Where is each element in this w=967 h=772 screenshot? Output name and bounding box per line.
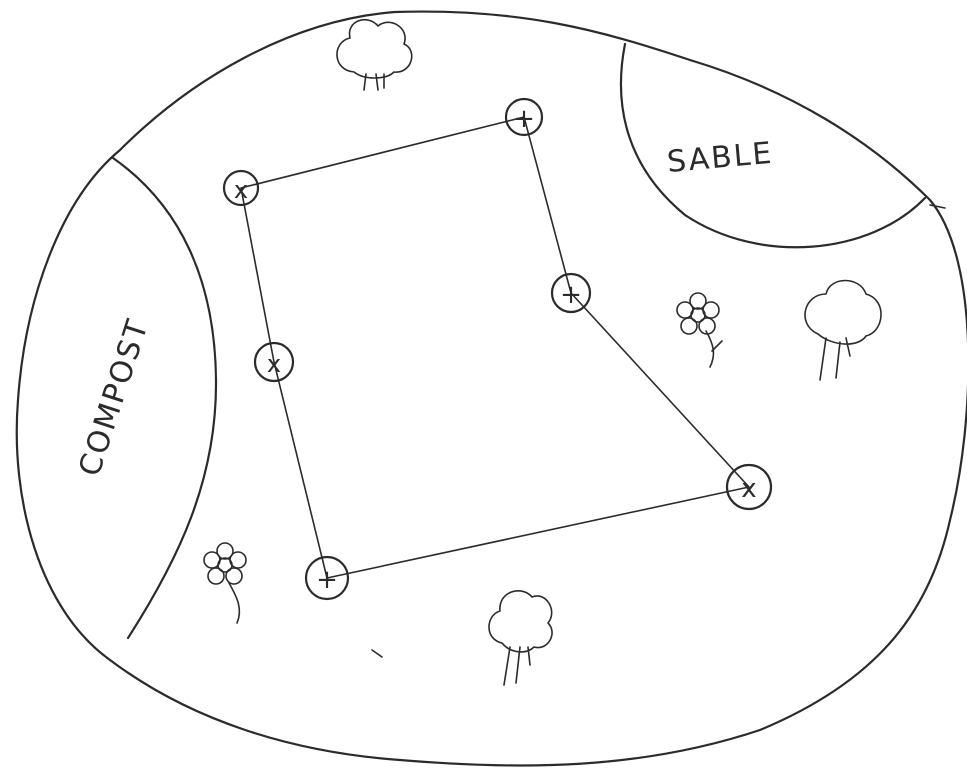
tree-icon: [489, 591, 552, 685]
marker-n1: x: [224, 171, 258, 205]
marker-symbol: +: [513, 104, 535, 134]
tree-icon: [337, 20, 412, 90]
marker-n3: +: [552, 274, 590, 312]
stray-mark: [372, 650, 382, 657]
sand-label: SABLE: [666, 136, 775, 180]
marker-symbol: x: [267, 350, 281, 378]
marker-path: [241, 117, 749, 578]
tree-icon: [805, 281, 881, 381]
stray-mark: [930, 205, 945, 208]
marker-symbol: +: [316, 565, 338, 595]
marker-n4: x: [727, 465, 771, 509]
marker-symbol: +: [560, 280, 582, 310]
marker-symbol: x: [234, 176, 248, 204]
flower-icon: [204, 543, 246, 623]
marker-symbol: x: [741, 474, 756, 504]
marker-n2: +: [506, 99, 542, 135]
marker-n6: x: [255, 343, 293, 381]
compost-label: COMPOST: [72, 314, 156, 480]
marker-n5: +: [306, 557, 348, 599]
flower-icon: [677, 293, 722, 367]
